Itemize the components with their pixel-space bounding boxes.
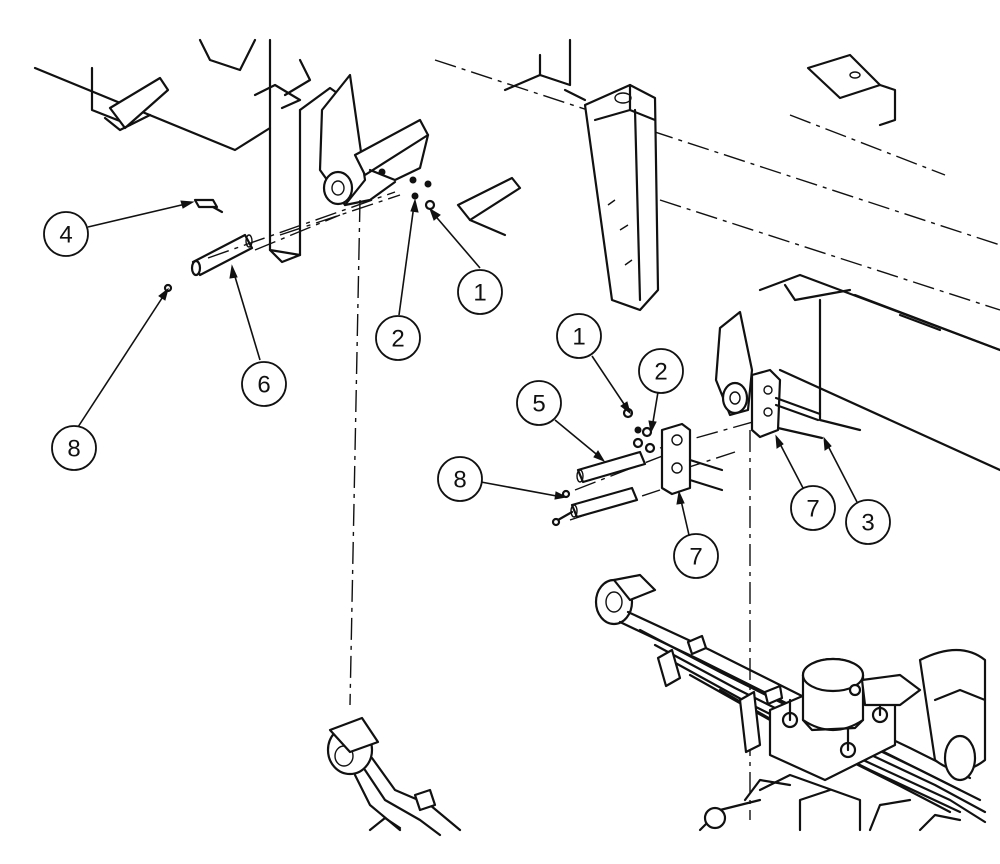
- svg-text:2: 2: [654, 359, 667, 386]
- left-hanger-bracket: [318, 73, 432, 207]
- svg-text:6: 6: [257, 372, 270, 399]
- right-frame-post: [503, 38, 660, 312]
- leader-4-left: [87, 202, 191, 228]
- leader-6: [232, 269, 261, 361]
- callout-7-right: 7: [790, 485, 836, 531]
- left-washer-2: [411, 192, 419, 200]
- callout-2-right: 2: [638, 348, 684, 394]
- svg-text:7: 7: [806, 496, 819, 523]
- callout-7-bottom: 7: [673, 533, 719, 579]
- leader-2-top: [398, 204, 415, 316]
- svg-text:2: 2: [391, 326, 404, 353]
- svg-text:8: 8: [67, 436, 80, 463]
- leader-1-top: [431, 211, 481, 269]
- callout-4-left: 4: [43, 211, 89, 257]
- svg-text:8: 8: [453, 467, 466, 494]
- svg-text:1: 1: [572, 324, 585, 351]
- callout-5: 5: [516, 380, 562, 426]
- svg-text:4: 4: [59, 222, 72, 249]
- leader-5: [554, 419, 602, 459]
- leader-7-right: [777, 439, 804, 489]
- right-nuts-washers: [622, 407, 656, 454]
- callout-1-top: 1: [457, 269, 503, 315]
- svg-text:3: 3: [861, 510, 874, 537]
- svg-text:5: 5: [532, 391, 545, 418]
- leader-3: [825, 441, 858, 503]
- left-leaf-spring: [326, 716, 462, 837]
- top-right-bracket: [806, 53, 897, 127]
- leader-1-right: [591, 355, 629, 411]
- shackle-pins-5: [551, 450, 647, 527]
- svg-text:7: 7: [689, 544, 702, 571]
- left-shackle-pin-6: [190, 233, 254, 277]
- left-rear-plate: [456, 176, 522, 237]
- shackle-plate-7: [660, 422, 724, 496]
- leader-lines: [77, 198, 858, 536]
- callout-8-left: 8: [51, 425, 97, 471]
- leader-8-left: [77, 291, 167, 428]
- callout-3: 3: [845, 499, 891, 545]
- axle-assembly: [698, 649, 987, 832]
- callout-8-right: 8: [437, 456, 483, 502]
- left-frame-rail: [33, 38, 342, 264]
- left-nut-1: [424, 199, 436, 211]
- svg-text:1: 1: [473, 280, 486, 307]
- right-hanger-bracket: [714, 310, 782, 439]
- right-frame-beam: [758, 273, 1000, 472]
- callout-6: 6: [241, 361, 287, 407]
- callout-1-right: 1: [556, 313, 602, 359]
- leader-8-right: [480, 481, 563, 498]
- callout-2-top: 2: [375, 315, 421, 361]
- left-bolt-4: [193, 198, 224, 214]
- left-grease-fitting-8: [163, 283, 173, 293]
- right-bolts-3: [774, 396, 824, 440]
